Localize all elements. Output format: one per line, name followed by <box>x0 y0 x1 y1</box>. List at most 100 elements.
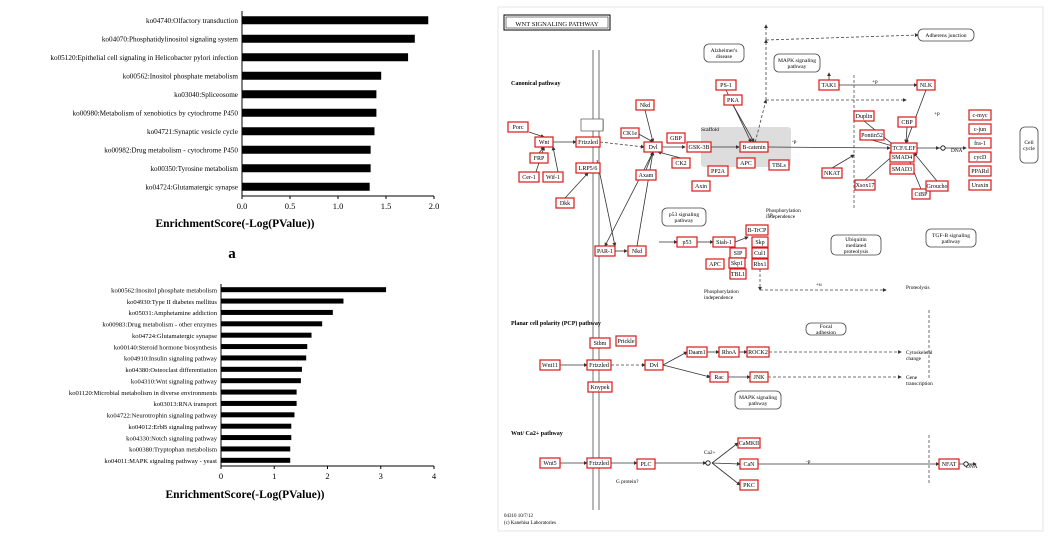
gene-apc2[interactable]: APC <box>705 258 725 270</box>
gene-ppard[interactable]: PPARd <box>968 165 992 177</box>
gene-pka[interactable]: PKA <box>723 94 743 106</box>
gene-gsk[interactable]: GSK-3B <box>686 141 712 153</box>
chartB-category-label: ko04012:ErbB signaling pathway <box>128 424 217 431</box>
gene-nkd[interactable]: Nkd <box>635 99 655 111</box>
gene-tak1[interactable]: TAK1 <box>818 79 840 91</box>
gene-nfat[interactable]: NFAT <box>938 458 960 470</box>
gene-apc[interactable]: APC <box>736 157 756 169</box>
pathway-edge <box>711 462 741 486</box>
gene-p53[interactable]: p53 <box>676 236 698 248</box>
gene-tbl[interactable]: TBLs <box>768 159 790 171</box>
gene-frp[interactable]: FRP <box>529 152 549 164</box>
svg-text:Frizzled: Frizzled <box>589 461 609 467</box>
gene-rac[interactable]: Rac <box>709 371 729 383</box>
svg-text:JNK: JNK <box>753 375 765 381</box>
gene-dvl[interactable]: Dvl <box>643 141 663 153</box>
gene-porc[interactable]: Porc <box>507 121 529 133</box>
gene-cer1[interactable]: Cer-1 <box>518 171 540 183</box>
gene-btrcp[interactable]: B-TrCP <box>745 224 769 236</box>
gene-skp1[interactable]: Skp1 <box>728 257 746 269</box>
gene-nkat[interactable]: NKAT <box>821 167 843 179</box>
gene-pkc[interactable]: PKC <box>739 479 759 491</box>
gene-cbp[interactable]: CBP <box>897 116 917 128</box>
gene-frizzled[interactable]: Frizzled <box>575 136 601 148</box>
gene-wif1[interactable]: Wif-1 <box>542 171 564 183</box>
svg-text:c-jun: c-jun <box>974 127 986 133</box>
gene-pp2a[interactable]: PP2A <box>707 165 729 177</box>
gene-camkii[interactable]: CaMKII <box>737 437 761 449</box>
gene-bcat[interactable]: B-catenin <box>739 141 769 153</box>
gene-cul1[interactable]: Cul1 <box>751 247 769 259</box>
chartA-category-label: ko04721:Synaptic vesicle cycle <box>147 128 238 136</box>
gene-daam1[interactable]: Daam1 <box>686 346 708 358</box>
svg-text:CK2: CK2 <box>675 161 686 167</box>
gene-ccnd[interactable]: cycD <box>968 151 992 163</box>
gene-sip[interactable]: SIP <box>729 247 747 259</box>
gene-ck2[interactable]: CK2 <box>671 157 691 169</box>
gene-nlk[interactable]: NLK <box>916 79 936 91</box>
gene-fz3[interactable]: Frizzled <box>586 457 612 469</box>
gene-smad3[interactable]: SMAD3 <box>889 163 915 175</box>
gene-groucho[interactable]: Groucho <box>925 180 949 192</box>
gene-plc[interactable]: PLC <box>636 458 656 470</box>
gene-ck1e[interactable]: CK1e <box>620 127 640 139</box>
svg-text:TBL1: TBL1 <box>731 272 745 278</box>
chartB-category-label: ko04310:Wnt signaling pathway <box>131 378 218 385</box>
chart-a-bars <box>242 16 429 191</box>
gene-axin[interactable]: Axin <box>691 180 711 192</box>
gene-fra1[interactable]: fra-1 <box>968 137 992 149</box>
gene-xsox[interactable]: Xsox17 <box>854 179 876 191</box>
gene-ctbp[interactable]: CtBP <box>911 188 931 200</box>
gene-stbm[interactable]: Stbm <box>589 337 611 349</box>
gene-siah[interactable]: Siah-1 <box>712 236 736 248</box>
svg-text:Axin: Axin <box>695 184 707 190</box>
pathway-edge <box>604 151 654 247</box>
gene-wnt5[interactable]: Wnt5 <box>539 457 561 469</box>
gene-prickle[interactable]: Prickle <box>615 335 637 347</box>
dally-box <box>580 118 604 132</box>
gene-par1[interactable]: PAR-1 <box>594 245 616 257</box>
gene-dkk[interactable]: Dkk <box>555 197 575 209</box>
chartA-bar <box>242 71 382 80</box>
gene-skp[interactable]: Skp <box>751 236 769 248</box>
gene-jnk[interactable]: JNK <box>749 371 769 383</box>
gene-gbp[interactable]: GBP <box>666 132 686 144</box>
gene-axam[interactable]: Axam <box>635 169 657 181</box>
pathway-link-adherens[interactable]: Adherens junction <box>917 28 975 42</box>
gene-knypek[interactable]: Knypek <box>587 381 613 393</box>
gene-cmyc[interactable]: c-myc <box>968 109 992 121</box>
gene-mmp7[interactable]: Uraxin <box>968 179 992 191</box>
gene-lrp[interactable]: LRP5/6 <box>575 162 601 174</box>
gene-nkd2[interactable]: Nkd <box>627 245 647 257</box>
chartB-category-label: ko05031:Amphetamine addiction <box>129 310 218 317</box>
gene-tbl1[interactable]: TBL1 <box>729 268 747 280</box>
gene-cjun[interactable]: c-jun <box>968 123 992 135</box>
svg-text:Xsox17: Xsox17 <box>856 183 875 189</box>
pathway-edge <box>711 442 739 464</box>
gene-dvl2[interactable]: Dvl <box>644 359 664 371</box>
gene-wnt11[interactable]: Wnt11 <box>539 359 561 371</box>
gene-tcf[interactable]: TCF/LEF <box>890 142 918 154</box>
gene-ps1[interactable]: PS-1 <box>715 79 737 91</box>
gene-rbx1[interactable]: Rbx1 <box>751 258 769 270</box>
gene-pontin[interactable]: Pontin52 <box>859 129 885 141</box>
gene-wnt[interactable]: Wnt <box>534 136 554 148</box>
annotation-proteolysis: Proteolysis <box>906 285 930 291</box>
gene-rock2[interactable]: ROCK2 <box>746 346 770 358</box>
gene-fz2[interactable]: Frizzled <box>586 359 612 371</box>
gene-duplin[interactable]: Duplin <box>853 110 875 122</box>
gene-cn[interactable]: CaN <box>739 458 759 470</box>
gene-rhoa[interactable]: RhoA <box>718 346 740 358</box>
